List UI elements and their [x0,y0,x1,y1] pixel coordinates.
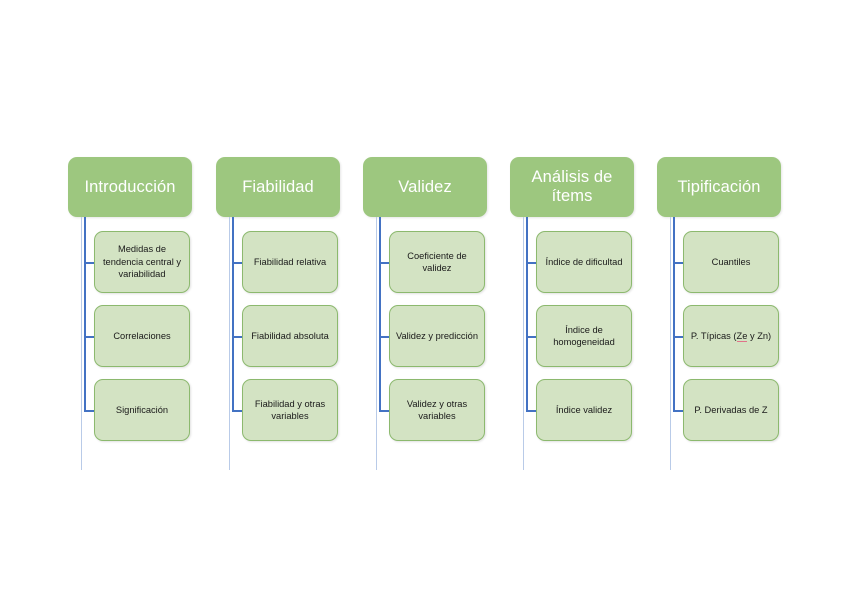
connector-stub [232,262,242,264]
diagram-column-fiabilidad: Fiabilidad Fiabilidad relativa Fiabilida… [212,157,344,470]
node-label: Fiabilidad absoluta [251,330,329,341]
node-box[interactable]: Índice de dificultad [536,231,632,293]
connector-stub [379,410,389,412]
node-box[interactable]: Índice de homogeneidad [536,305,632,367]
connector-stub [526,410,536,412]
node-box[interactable]: Correlaciones [94,305,190,367]
column-header-fiabilidad[interactable]: Fiabilidad [216,157,340,217]
node-box[interactable]: Validez y predicción [389,305,485,367]
node-box[interactable]: Fiabilidad y otras variables [242,379,338,441]
connector-stub [526,262,536,264]
column-header-label: Validez [398,177,452,196]
connector-stub [673,410,683,412]
connector-rail-ghost [376,217,377,470]
node-label: P. Típicas (Ze y Zn) [690,330,772,342]
connector-rail [84,217,86,412]
diagram-column-tipificacion: Tipificación Cuantiles P. Típicas (Ze y … [653,157,785,470]
node-label: Fiabilidad y otras variables [254,398,326,422]
node-box[interactable]: Índice validez [536,379,632,441]
connector-rail [526,217,528,412]
node-label: Índice de dificultad [545,256,623,267]
column-header-label: Tipificación [677,177,761,196]
connector-rail [232,217,234,412]
node-label: Fiabilidad relativa [253,256,327,267]
diagram-column-analisis-de-items: Análisis de ítems Índice de dificultad Í… [506,157,638,470]
node-box[interactable]: Fiabilidad absoluta [242,305,338,367]
connector-stub [379,262,389,264]
column-header-introduccion[interactable]: Introducción [68,157,192,217]
node-label: Medidas de tendencia central y variabili… [102,244,182,280]
node-label: Correlaciones [113,330,171,341]
connector-stub [232,410,242,412]
node-box[interactable]: Fiabilidad relativa [242,231,338,293]
node-label: Índice validez [555,404,613,415]
node-box[interactable]: Validez y otras variables [389,379,485,441]
connector-stub [84,262,94,264]
column-header-analisis-de-items[interactable]: Análisis de ítems [510,157,634,217]
connector-rail-ghost [229,217,230,470]
connector-rail-ghost [523,217,524,470]
node-box[interactable]: P. Típicas (Ze y Zn) [683,305,779,367]
node-label: Validez y otras variables [406,398,468,422]
spellcheck-underline: Ze [736,330,748,342]
connector-rail [379,217,381,412]
connector-stub [526,336,536,338]
column-header-label: Fiabilidad [242,177,314,196]
connector-rail [673,217,675,412]
node-label: P. Derivadas de Z [694,404,768,415]
connector-stub [232,336,242,338]
diagram-column-validez: Validez Coeficiente de validez Validez y… [359,157,491,470]
column-header-label: Análisis de ítems [531,168,613,205]
connector-stub [84,410,94,412]
column-header-label: Introducción [84,177,176,196]
node-box[interactable]: Cuantiles [683,231,779,293]
column-header-tipificacion[interactable]: Tipificación [657,157,781,217]
node-label: Validez y predicción [396,330,478,341]
column-header-validez[interactable]: Validez [363,157,487,217]
node-box[interactable]: Coeficiente de validez [389,231,485,293]
node-label: Índice de homogeneidad [553,324,615,348]
node-box[interactable]: P. Derivadas de Z [683,379,779,441]
node-box[interactable]: Significación [94,379,190,441]
connector-stub [379,336,389,338]
node-label: Significación [115,404,169,415]
connector-rail-ghost [81,217,82,470]
connector-stub [84,336,94,338]
diagram-column-introduccion: Introducción Medidas de tendencia centra… [64,157,196,470]
connector-stub [673,336,683,338]
connector-stub [673,262,683,264]
connector-rail-ghost [670,217,671,470]
node-label: Cuantiles [711,256,751,267]
node-box[interactable]: Medidas de tendencia central y variabili… [94,231,190,293]
node-label: Coeficiente de validez [407,250,467,274]
